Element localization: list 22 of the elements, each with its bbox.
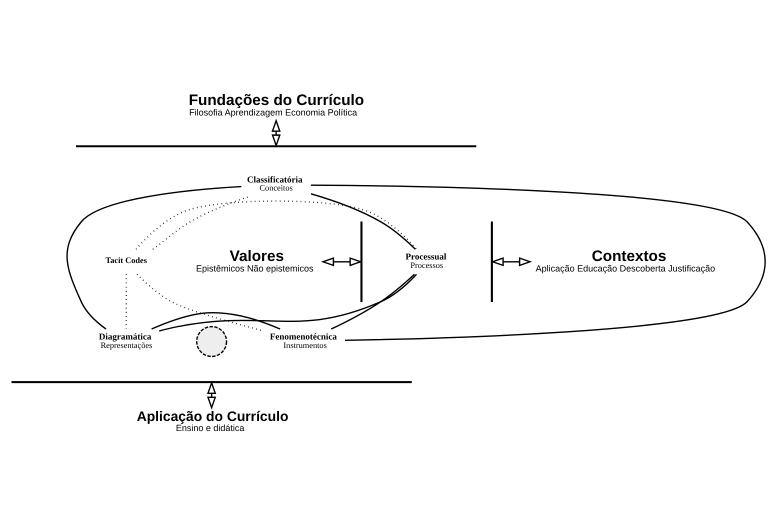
node-circle (196, 325, 228, 357)
node-text: Valores Epistêmicos Não epistemicos (196, 248, 314, 273)
node-text: Fundações do Currículo Filosofia Aprendizagem Economia Política (188, 92, 364, 117)
arrow (272, 118, 281, 148)
node-text: Aplicação do Currículo Ensino e didática (136, 407, 288, 432)
node-bar (360, 221, 362, 302)
connector (330, 273, 415, 330)
connector (152, 196, 248, 250)
connector (126, 274, 127, 328)
arrow (320, 256, 363, 266)
arrow (490, 256, 532, 266)
node-bar (490, 221, 493, 302)
arrow (207, 380, 216, 410)
node-bar (12, 380, 412, 383)
node-text: Contextos Aplicação Educação Descoberta Justificação (536, 248, 716, 273)
connector (310, 192, 416, 250)
connector (136, 200, 418, 250)
connector (151, 311, 280, 330)
connector (310, 184, 766, 340)
connector (159, 273, 417, 332)
connector (66, 185, 242, 330)
node-bar (76, 144, 476, 147)
